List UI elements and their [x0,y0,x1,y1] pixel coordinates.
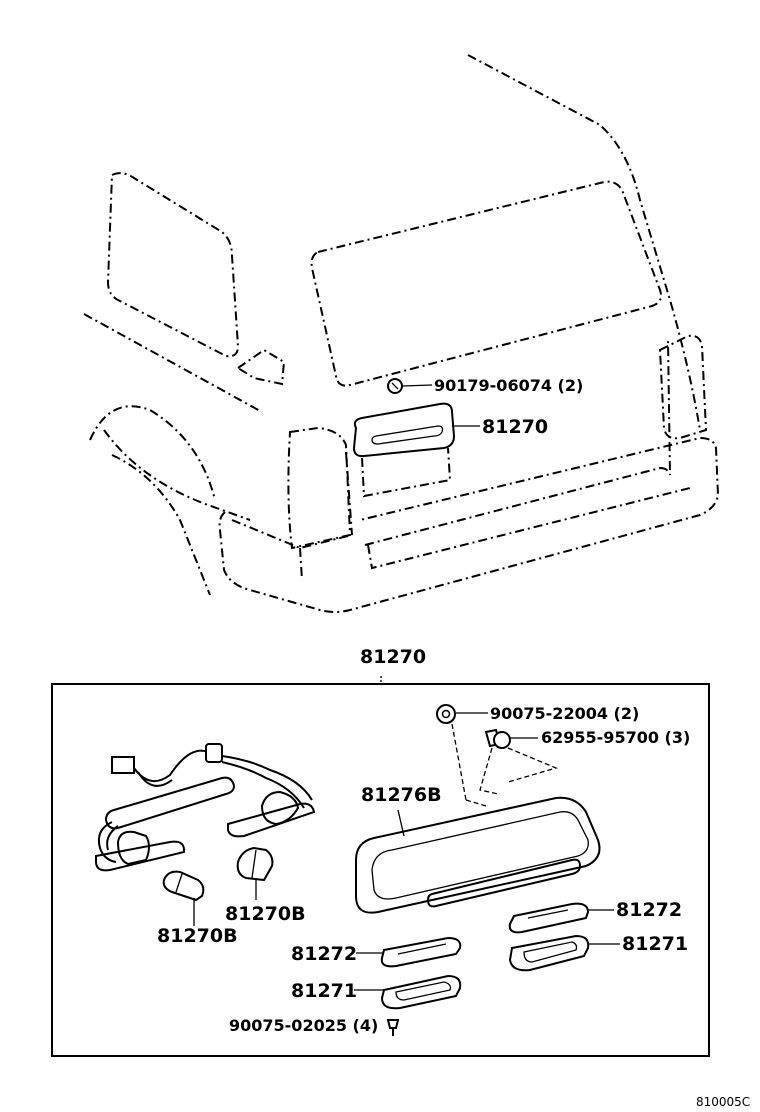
gasket-right-icon [508,902,590,934]
label-lens-right: 81271 [622,933,688,955]
vehicle-rear-outline [83,54,720,613]
screw-icon [386,1019,400,1036]
label-bulb-left: 81270B [157,925,238,947]
gasket-left-icon [380,936,462,968]
label-screw: 90075-02025 (4) [229,1016,378,1035]
detail-title: 81270 [360,646,426,668]
label-clip: 62955-95700 (3) [541,728,690,747]
label-bulb-right: 81270B [225,903,306,925]
label-top-lamp: 81270 [482,416,548,438]
label-top-screw: 90179-06074 (2) [434,376,583,395]
clip-icon [484,728,511,749]
vehicle-screw [387,378,403,394]
nut-icon [436,704,456,724]
label-lens-left: 81271 [291,980,357,1002]
label-gasket-left: 81272 [291,943,357,965]
label-nut: 90075-22004 (2) [490,704,639,723]
wire-harness-icon [95,743,316,872]
bulb-left-icon [162,870,205,902]
label-gasket-right: 81272 [616,899,682,921]
detail-frame [51,683,710,1057]
bulb-right-icon [236,846,274,882]
label-lens-housing: 81276B [361,784,442,806]
lens-right-icon [508,934,590,972]
lens-left-icon [380,974,462,1010]
lens-housing-icon [355,796,601,914]
figure-code: 810005C [696,1095,750,1109]
vehicle-stop-lamp [352,402,456,498]
